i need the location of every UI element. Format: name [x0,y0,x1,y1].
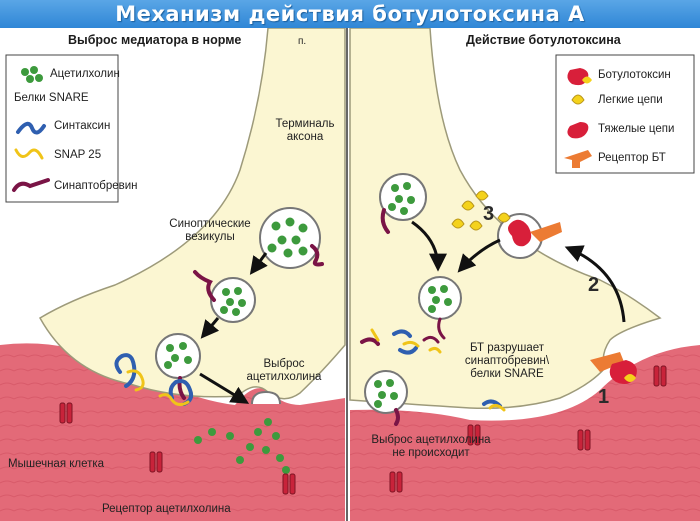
legend-left-box [5,54,119,203]
step-3: 3 [483,203,495,225]
left-panel-header: Выброс медиатора в норме [68,33,242,47]
synaptobrevin-legend-icon [12,178,50,192]
bt-membrane-bound [590,352,637,384]
legend-synaptobrevin: Синаптобревин [54,180,138,192]
legend-bt-receptor: Рецептор БТ [598,152,666,164]
legend-botulotoxin: Ботулотоксин [598,69,671,81]
muscle-cell-right [350,345,700,521]
vesicle-bottom-right [364,370,408,426]
right-panel-header: Действие ботулотоксина [466,33,621,47]
snap25-legend-icon [14,148,44,160]
label-ach-release: Выброс ацетилхолина [246,358,322,383]
page-title: Механизм действия ботулотоксина А [115,2,585,26]
vesicle-docked-left [155,333,201,407]
released-acetylcholine [194,418,290,474]
vesicle-center-right [418,276,462,340]
label-bt-cleaves: БТ разрушает синаптобревин\ белки SNARE [464,342,550,380]
title-bar [0,0,700,28]
label-axon-terminal: Терминаль аксона [275,118,335,143]
cleaved-snare-fragments [360,328,442,355]
heavy-chains-legend-icon [567,122,589,139]
left-panel-mark: п. [298,36,307,47]
label-synaptic-vesicles: Синоптические везикулы [169,218,251,243]
axon-terminal-left [38,27,346,400]
legend-acetylcholine: Ацетилхолин [50,68,120,80]
bt-receptor-legend-icon [564,150,592,168]
snare-complex-left [114,353,145,392]
legend-snare-group: Белки SNARE [14,92,89,104]
label-ach-receptor: Рецептор ацетилхолина [102,503,231,515]
vesicle-top-right [379,173,427,234]
vesicle-toxin-right [497,213,562,259]
muscle-cell-left [0,343,345,521]
light-chains-legend-icon [571,94,585,105]
step-1: 1 [598,386,610,408]
legend-light-chains: Легкие цепи [598,94,663,106]
legend-syntaxin: Синтаксин [54,120,111,132]
release-pocket [251,390,281,405]
light-chains [451,190,511,231]
legend-heavy-chains: Тяжелые цепи [598,123,675,135]
legend-snap25: SNAP 25 [54,149,102,161]
botulotoxin-legend-icon [567,68,592,86]
vesicle-middle-left [193,270,256,323]
vesicle-top-left [259,207,324,269]
ach-receptors-left [59,402,296,495]
syntaxin-legend-icon [16,121,46,135]
acetylcholine-legend-icon [21,66,43,83]
step-2: 2 [588,274,600,296]
label-no-release: Выброс ацетилхолина не происходит [371,434,491,459]
label-muscle-cell: Мышечная клетка [8,458,105,470]
ach-receptors-right [389,365,667,493]
